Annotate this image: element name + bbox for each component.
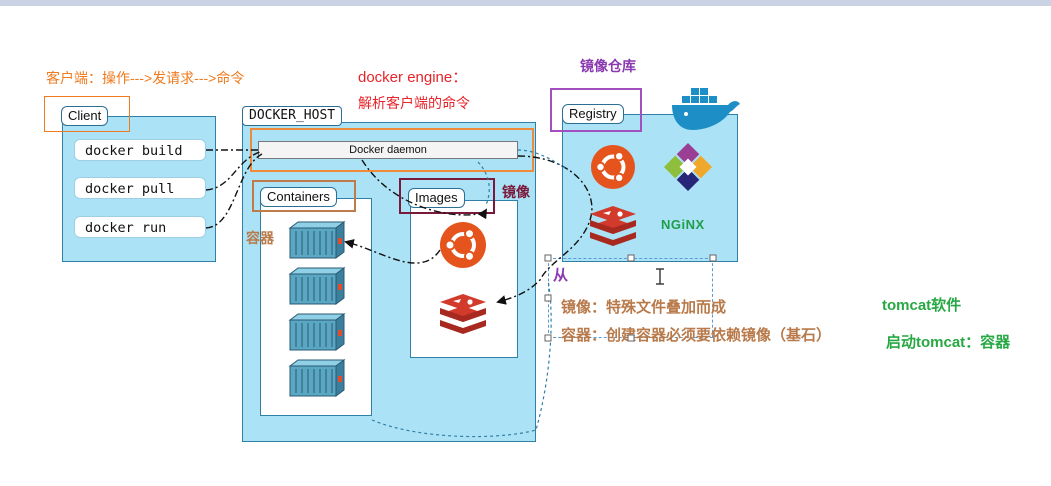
containers-note: 容器 — [246, 230, 274, 246]
containers-highlight-box — [252, 180, 356, 212]
selection-handles[interactable] — [544, 254, 717, 342]
tomcat-start-note: 启动tomcat：容器 — [886, 334, 1011, 351]
engine-desc: 解析客户端的命令 — [358, 95, 470, 111]
dotted-connectors — [371, 149, 569, 438]
container-icon — [289, 221, 345, 397]
client-highlight-box — [44, 96, 130, 132]
top-bar — [0, 0, 1051, 6]
text-cursor-icon — [656, 268, 664, 285]
tomcat-software-note: tomcat软件 — [882, 297, 962, 314]
engine-title: docker engine： — [358, 69, 468, 86]
docker-daemon-label: Docker daemon — [349, 144, 427, 156]
nginx-icon: NGiNX — [661, 217, 705, 232]
cmd-docker-pull[interactable]: docker pull — [74, 177, 206, 199]
images-note: 镜像 — [502, 184, 530, 200]
from-char: 从 — [553, 267, 569, 284]
cmd-docker-run[interactable]: docker run — [74, 216, 206, 238]
redis-icon — [590, 206, 636, 246]
redis-icon — [440, 294, 486, 334]
connector-lines — [205, 149, 593, 305]
ubuntu-icon — [591, 145, 635, 189]
client-note: 客户端：操作--->发请求--->命令 — [46, 70, 245, 86]
client-label: Client — [61, 106, 109, 126]
centos-icon — [663, 142, 713, 192]
docker-daemon-bar: Docker daemon — [258, 141, 518, 159]
registry-highlight-box — [550, 88, 642, 132]
images-label: Images — [408, 188, 465, 208]
registry-note: 镜像仓库 — [580, 58, 636, 74]
image-definition: 镜像：特殊文件叠加而成 — [561, 299, 727, 316]
containers-label: Containers — [260, 187, 337, 207]
ubuntu-icon — [440, 222, 486, 268]
images-highlight-box — [399, 178, 495, 214]
registry-label: Registry — [562, 104, 624, 124]
cmd-docker-build[interactable]: docker build — [74, 139, 206, 161]
docker-whale-icon — [672, 88, 740, 130]
docker-host-label: DOCKER_HOST — [242, 106, 343, 126]
